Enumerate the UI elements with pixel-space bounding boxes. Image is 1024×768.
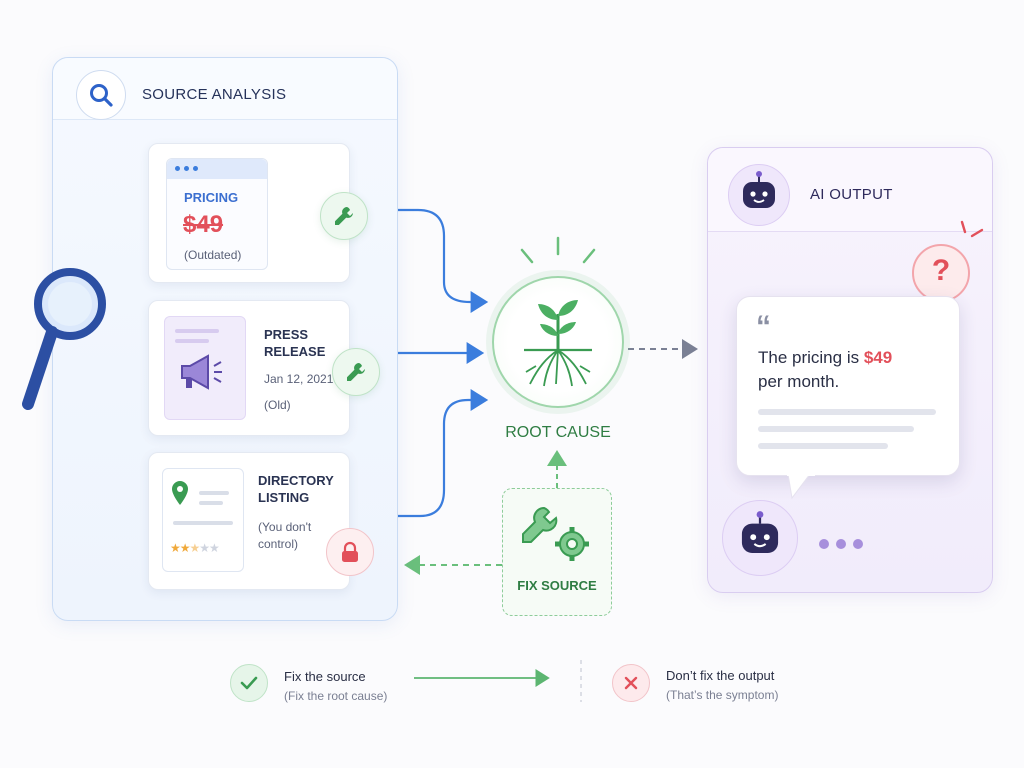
root-rays — [520, 236, 596, 264]
alert-rays — [960, 220, 984, 238]
press-date: Jan 12, 2021 — [264, 372, 334, 386]
pricing-webpage — [166, 158, 268, 270]
placeholder-line — [758, 443, 888, 449]
sprout-roots-icon — [524, 300, 592, 387]
placeholder-line — [758, 426, 914, 432]
fix-source-box[interactable] — [502, 488, 612, 616]
legend-dont-sub: (That’s the symptom) — [666, 688, 779, 702]
legend-do-title: Fix the source — [284, 669, 366, 684]
legend-dont-title: Don’t fix the output — [666, 668, 775, 683]
quote-icon: “ — [756, 310, 771, 343]
rating-stars-icon: ★★★★★ — [170, 541, 220, 555]
directory-heading-2: LISTING — [258, 490, 310, 505]
source-panel-title: SOURCE ANALYSIS — [142, 86, 287, 103]
megaphone-icon — [181, 354, 222, 390]
directory-note-2: control) — [258, 537, 299, 551]
typing-dots-icon — [819, 539, 863, 549]
wrench-icon[interactable] — [320, 192, 368, 240]
directory-note-1: (You don't — [258, 520, 312, 534]
close-icon — [612, 664, 650, 702]
lock-icon — [326, 528, 374, 576]
press-heading-1: PRESS — [264, 327, 309, 342]
press-heading-2: RELEASE — [264, 344, 326, 359]
pricing-note: (Outdated) — [184, 248, 242, 262]
magnifying-glass-icon — [22, 268, 106, 410]
check-icon — [230, 664, 268, 702]
fix-source-label: FIX SOURCE — [517, 578, 597, 593]
robot-icon — [741, 511, 779, 553]
ai-message-price: $49 — [863, 348, 893, 367]
search-icon[interactable] — [76, 70, 126, 120]
bubble-tail — [787, 474, 815, 500]
pricing-old-price: $49 — [183, 211, 224, 238]
arrow-pricing-to-root — [384, 208, 489, 313]
ai-message: The pricing is $49 per month. — [758, 346, 948, 394]
placeholder-line — [758, 409, 936, 415]
press-note: (Old) — [264, 398, 291, 412]
ai-panel-title: AI OUTPUT — [810, 186, 893, 203]
question-icon: ? — [912, 244, 970, 302]
wrench-gear-icon — [522, 506, 589, 561]
ai-message-prefix: The pricing is — [758, 348, 864, 367]
directory-heading-1: DIRECTORY — [258, 473, 334, 488]
ai-message-suffix: per month. — [758, 372, 840, 391]
arrow-directory-to-root — [380, 389, 489, 518]
robot-icon — [743, 171, 775, 208]
pricing-heading: PRICING — [184, 190, 239, 205]
location-pin-icon — [172, 481, 188, 505]
root-cause-label: ROOT CAUSE — [505, 424, 611, 441]
legend-do-sub: (Fix the root cause) — [284, 689, 388, 703]
wrench-icon[interactable] — [332, 348, 380, 396]
